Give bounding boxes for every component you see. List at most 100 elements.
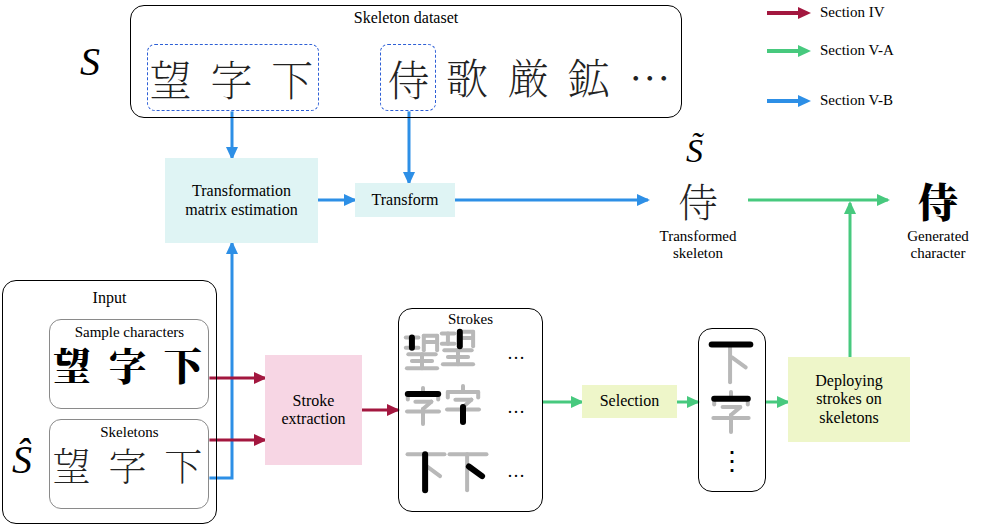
- node-label: Skeletons: [100, 424, 158, 441]
- dataset-panel: Skeleton dataset 歌 厳 鉱 … 望 字 下 侍: [130, 5, 682, 118]
- extracted-stroke: [469, 466, 482, 476]
- strokes-panel: Strokes………: [398, 308, 543, 512]
- legend-text: Section IV: [820, 4, 885, 21]
- legend-arrow-head: [798, 45, 811, 57]
- math-symbol: Ŝ: [12, 436, 32, 483]
- legend-arrow-line: [767, 49, 800, 53]
- extracted-stroke: [714, 396, 748, 402]
- skeleton-stroke: [461, 386, 465, 391]
- skeleton-stroke: [732, 357, 746, 367]
- flow-arrow: [209, 439, 265, 442]
- legend-arrow: [766, 43, 812, 59]
- skeleton-figure: 侍 Transformed skeleton: [648, 178, 748, 278]
- legend-arrow-line: [767, 99, 800, 103]
- input-panel: InputSample characters望 字 下Skeletons望 字 …: [2, 280, 217, 524]
- legend-entry: Section IV: [766, 4, 885, 21]
- legend-arrow-head: [798, 95, 811, 107]
- node-text: …: [507, 461, 525, 482]
- node-label: Sample characters: [75, 324, 185, 341]
- flow-arrow: [408, 111, 411, 183]
- extracted-stroke: [460, 407, 466, 422]
- dashed-group: 侍: [380, 44, 436, 111]
- skeleton-stroke: [426, 340, 436, 344]
- process-box: Deploying strokes on skeletons: [788, 357, 910, 442]
- legend-text: Section V-A: [820, 42, 894, 59]
- legend-arrow-line: [767, 11, 800, 15]
- stroke-sketch: [407, 388, 439, 424]
- skeleton-stroke: [448, 355, 468, 359]
- process-box: Transformation matrix estimation: [165, 158, 318, 243]
- legend-text: Section V-B: [820, 92, 893, 109]
- extracted-stroke: [409, 338, 415, 348]
- skeleton-stroke: [442, 342, 455, 346]
- node-label: 侍: [918, 178, 958, 222]
- node-label: Deploying strokes on skeletons: [788, 372, 910, 427]
- math-symbol: S: [80, 38, 100, 85]
- skeleton-stroke: [446, 392, 450, 397]
- skeleton-stroke: [476, 392, 480, 397]
- legend-arrow: [766, 5, 812, 21]
- skeleton-stroke: [728, 344, 732, 382]
- node-text: Transformed skeleton: [648, 228, 748, 263]
- node-text: Generated character: [888, 228, 988, 263]
- stroke-sketch: [447, 386, 479, 422]
- flow-arrow: [231, 111, 234, 158]
- stroke-sketch: [442, 332, 473, 364]
- extracted-stroke: [457, 332, 463, 346]
- skeleton-stroke: [443, 362, 473, 366]
- node-label: Skeleton dataset: [354, 9, 458, 27]
- selected-strokes-panel: ⋮: [698, 328, 766, 492]
- flow-arrow: [455, 199, 648, 202]
- legend-entry: Section V-B: [766, 92, 893, 109]
- flow-arrow: [362, 409, 398, 412]
- node-label: Input: [93, 289, 127, 307]
- extracted-stroke: [712, 341, 751, 347]
- skeleton-stroke: [427, 466, 440, 476]
- node-text: 歌 厳 鉱 …: [446, 52, 675, 100]
- extracted-stroke: [408, 391, 438, 397]
- legend-arrow-head: [798, 7, 811, 19]
- flow-arrow: [748, 199, 888, 202]
- skeleton-stroke: [407, 366, 437, 370]
- flow-arrow: [766, 401, 788, 404]
- skeleton-stroke: [412, 359, 432, 363]
- skeleton-box: Skeletons望 字 下: [49, 419, 209, 509]
- sample-box: Sample characters望 字 下: [49, 319, 209, 409]
- process-box: Transform: [355, 183, 455, 217]
- flow-arrow: [849, 203, 852, 357]
- flow-arrow: [318, 199, 355, 202]
- node-label: 望 字 下: [150, 54, 318, 102]
- skeleton-stroke: [407, 410, 439, 414]
- flow-arrow: [209, 243, 232, 478]
- flow-arrow: [677, 401, 698, 404]
- node-text: 望 字 下: [53, 342, 206, 386]
- stroke-sketch: [712, 344, 751, 382]
- flow-arrow: [543, 401, 582, 404]
- node-label: ⋮: [699, 447, 765, 477]
- node-text: 望 字 下: [53, 442, 207, 486]
- node-label: Stroke extraction: [265, 392, 362, 429]
- node-label: 侍: [387, 54, 429, 102]
- stroke-sketch: [408, 454, 445, 490]
- node-label: 侍: [678, 178, 718, 222]
- flow-arrow: [209, 377, 265, 380]
- node-label: Strokes: [448, 311, 493, 328]
- math-symbol: S̃: [686, 132, 703, 170]
- skeleton-stroke: [465, 454, 469, 490]
- node-label: Transform: [372, 191, 439, 209]
- node-text: …: [507, 397, 525, 418]
- skeleton-stroke: [713, 416, 748, 420]
- stroke-sketch: [713, 392, 748, 432]
- process-box: Stroke extraction: [265, 355, 362, 465]
- skeleton-stroke: [462, 336, 472, 340]
- skeleton-stroke: [448, 390, 478, 394]
- stroke-sketch: [406, 336, 437, 368]
- process-box: Selection: [582, 385, 677, 418]
- legend-entry: Section V-A: [766, 42, 894, 59]
- output-figure: 侍 Generated character: [888, 178, 988, 278]
